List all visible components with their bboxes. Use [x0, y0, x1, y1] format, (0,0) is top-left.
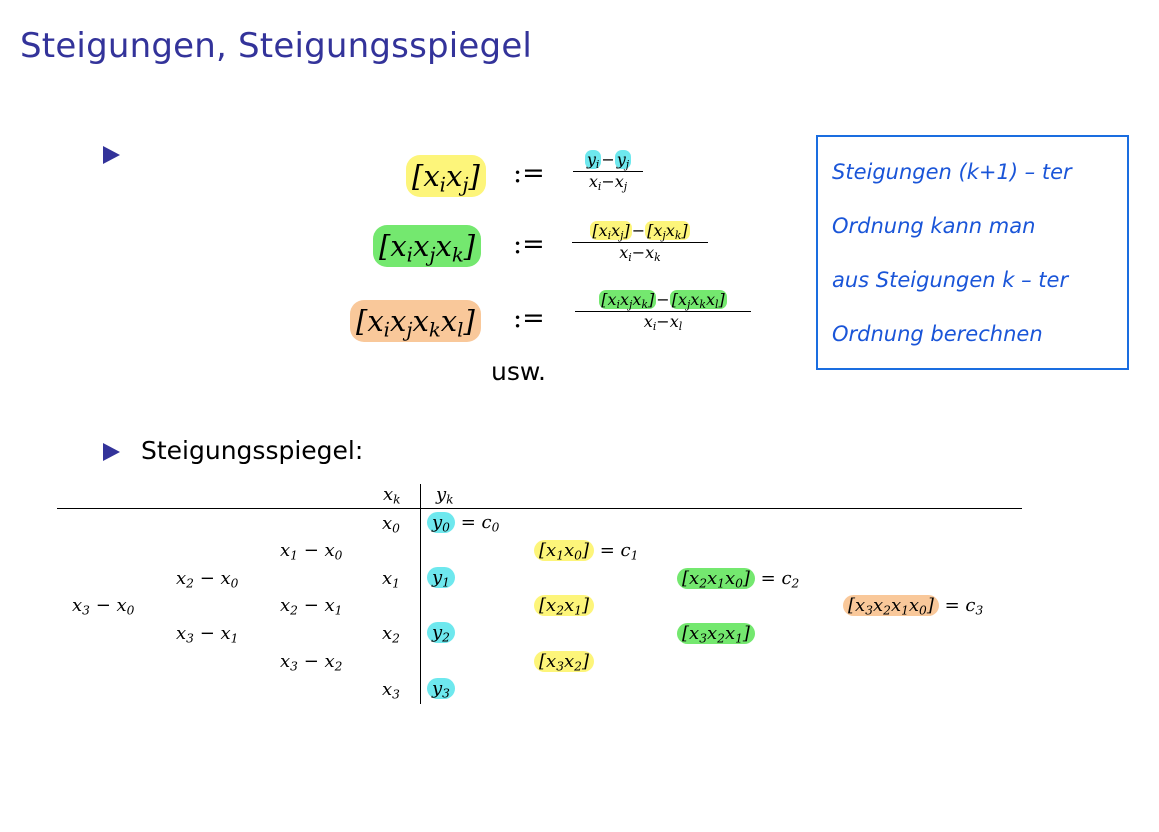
slope-x3x2: [x3x2] — [534, 651, 594, 673]
slope-x1x0: [x1x0] = c1 — [534, 540, 638, 562]
x0-cell: x0 — [382, 513, 400, 536]
diff-x1-x0: x1 − x0 — [280, 540, 343, 563]
table-vertical-rule — [420, 484, 422, 704]
diff-x3-x1: x3 − x1 — [176, 623, 239, 646]
y3-cell: y3 — [427, 678, 455, 700]
table-header-rule — [57, 508, 1022, 510]
page-title: Steigungen, Steigungsspiegel — [20, 26, 533, 66]
usw-text: usw. — [491, 357, 546, 386]
def-frac-2: [xixj]−[xjxk] xi−xk — [572, 221, 708, 263]
steigungsspiegel-label: Steigungsspiegel: — [141, 436, 364, 465]
handwritten-note-box — [816, 135, 1129, 370]
note-line-4: Ordnung berechnen — [832, 322, 1043, 346]
def-frac-1: yi−yj xi−xj — [573, 150, 643, 192]
diff-x2-x0: x2 − x0 — [176, 568, 239, 591]
diff-x2-x1: x2 − x1 — [280, 595, 343, 618]
y0-cell: y0 = c0 — [427, 512, 499, 534]
def-assign-1: := — [513, 158, 545, 189]
slope-x3x2x1: [x3x2x1] — [677, 623, 755, 645]
def-frac-3: [xixjxk]−[xjxkxl] xi−xl — [575, 290, 751, 332]
slope-x2x1x0: [x2x1x0] = c2 — [677, 568, 799, 590]
header-yk: yk — [436, 484, 454, 507]
def-lhs-3: [xixjxkxl] — [350, 300, 481, 342]
note-line-3: aus Steigungen k – ter — [832, 268, 1069, 292]
y1-cell: y1 — [427, 567, 455, 589]
note-line-1: Steigungen (k+1) – ter — [832, 160, 1072, 184]
header-xk: xk — [383, 484, 401, 507]
def-lhs-2: [xixjxk] — [373, 225, 482, 267]
def-assign-3: := — [513, 303, 545, 334]
bullet-icon — [103, 443, 120, 461]
def-assign-2: := — [513, 229, 545, 260]
diff-x3-x2: x3 − x2 — [280, 651, 343, 674]
x2-cell: x2 — [382, 623, 400, 646]
def-lhs-1: [xixj] — [406, 155, 486, 197]
x1-cell: x1 — [382, 568, 400, 591]
x3-cell: x3 — [382, 679, 400, 702]
y2-cell: y2 — [427, 622, 455, 644]
bullet-icon — [103, 146, 120, 164]
slope-x3x2x1x0: [x3x2x1x0] = c3 — [843, 595, 983, 617]
slope-x2x1: [x2x1] — [534, 595, 594, 617]
note-line-2: Ordnung kann man — [832, 214, 1036, 238]
diff-x3-x0: x3 − x0 — [72, 595, 135, 618]
